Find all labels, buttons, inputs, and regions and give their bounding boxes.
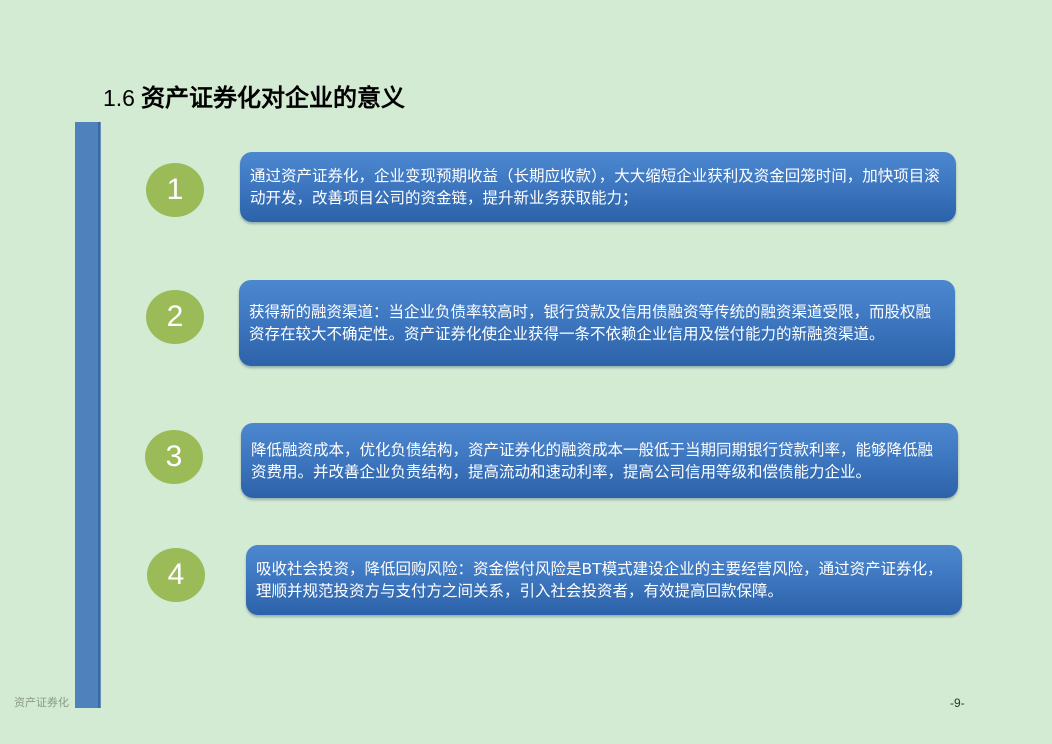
item-3-number-circle: 3	[145, 430, 203, 484]
item-4-number: 4	[167, 558, 185, 591]
item-3-text: 降低融资成本，优化负债结构，资产证券化的融资成本一般低于当期同期银行贷款利率，能…	[251, 440, 934, 481]
item-4-text-box: 吸收社会投资，降低回购风险：资金偿付风险是BT模式建设企业的主要经营风险，通过资…	[246, 545, 962, 615]
item-1-text: 通过资产证券化，企业变现预期收益（长期应收款），大大缩短企业获利及资金回笼时间，…	[250, 167, 940, 207]
vertical-accent-bar	[75, 122, 100, 708]
item-2-number: 2	[166, 300, 184, 333]
section-number: 1.6	[103, 85, 135, 111]
item-3-text-box: 降低融资成本，优化负债结构，资产证券化的融资成本一般低于当期同期银行贷款利率，能…	[241, 423, 958, 498]
item-3-number: 3	[165, 440, 183, 473]
item-2-text: 获得新的融资渠道：当企业负债率较高时，银行贷款及信用债融资等传统的融资渠道受限，…	[249, 303, 932, 343]
item-4-number-circle: 4	[147, 548, 205, 602]
item-1-number: 1	[166, 173, 184, 206]
vertical-accent-line	[100, 122, 101, 708]
item-1-number-circle: 1	[146, 163, 204, 217]
item-2-number-circle: 2	[146, 290, 204, 344]
item-1-text-box: 通过资产证券化，企业变现预期收益（长期应收款），大大缩短企业获利及资金回笼时间，…	[240, 152, 956, 222]
item-4-text: 吸收社会投资，降低回购风险：资金偿付风险是BT模式建设企业的主要经营风险，通过资…	[256, 560, 943, 600]
item-2-text-box: 获得新的融资渠道：当企业负债率较高时，银行贷款及信用债融资等传统的融资渠道受限，…	[239, 280, 955, 366]
footer-document-name: 资产证券化	[14, 696, 69, 709]
section-title-text: 资产证券化对企业的意义	[140, 84, 405, 112]
footer-page-number: -9-	[950, 696, 965, 710]
